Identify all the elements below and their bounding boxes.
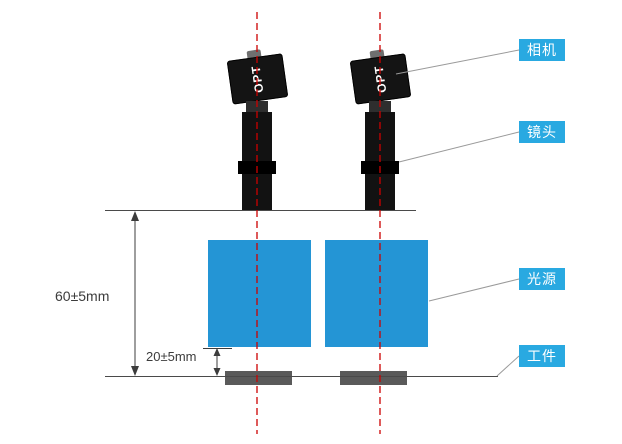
callout-lens: 镜头 [519, 121, 565, 143]
camera-right-body: OPT [349, 53, 412, 105]
dim-20-arrow-down-icon [213, 368, 221, 376]
callout-camera-label: 相机 [527, 42, 557, 58]
callout-camera: 相机 [519, 39, 565, 61]
callout-workpiece-label: 工件 [527, 348, 557, 364]
lens-left [238, 101, 276, 210]
dim-20-arrow-up-icon [213, 348, 221, 356]
dimension-light-to-surface: 20±5mm [146, 349, 197, 364]
callout-light-label: 光源 [527, 271, 557, 287]
camera-right: OPT [349, 46, 412, 105]
camera-left-body: OPT [226, 53, 289, 105]
light-source-right [325, 240, 428, 347]
lens-right [361, 101, 399, 210]
workpiece-right [340, 371, 407, 385]
callout-lens-label: 镜头 [527, 124, 557, 140]
camera-right-brand: OPT [371, 64, 390, 94]
leader-lens [398, 131, 520, 163]
callout-light: 光源 [519, 268, 565, 290]
light-source-left [208, 240, 311, 347]
dim-60-arrow-down-icon [131, 366, 139, 376]
leader-workpiece [496, 355, 520, 377]
leader-light [428, 278, 520, 302]
dimension-lens-to-surface: 60±5mm [55, 288, 110, 304]
lens-left-focus-ring [238, 161, 276, 174]
lens-right-focus-ring [361, 161, 399, 174]
camera-left: OPT [226, 46, 289, 105]
callout-workpiece: 工件 [519, 345, 565, 367]
workpiece-left [225, 371, 292, 385]
leader-camera [395, 49, 520, 75]
dim-60-arrow-up-icon [131, 211, 139, 221]
camera-left-brand: OPT [248, 64, 267, 94]
